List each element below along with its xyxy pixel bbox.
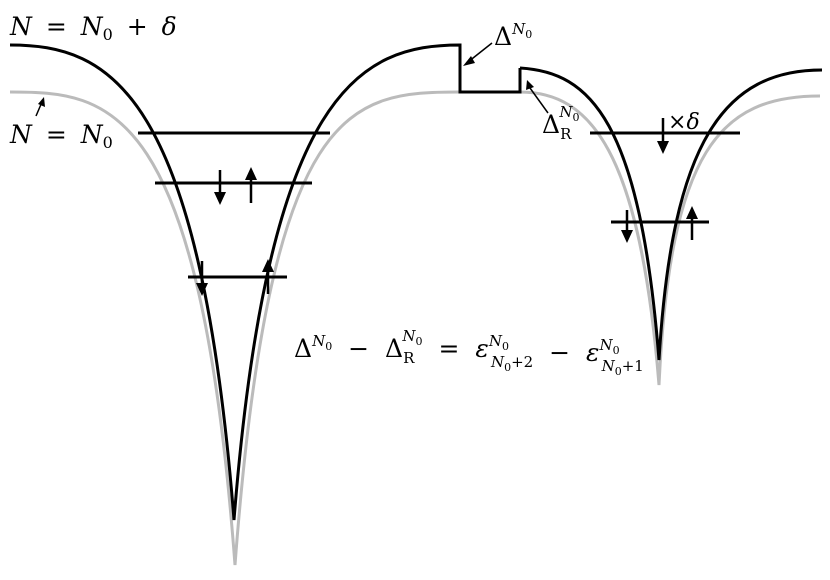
pointer-arrow-icon xyxy=(35,97,45,117)
black-potential-curve-left xyxy=(9,43,522,521)
spin-down-arrow-icon xyxy=(621,210,633,243)
pointer-arrow-icon xyxy=(463,42,493,66)
label-times-delta: ×δ xyxy=(668,110,700,135)
spin-up-arrow-icon xyxy=(245,167,257,203)
spin-down-arrow-icon xyxy=(214,170,226,205)
gray-potential-curve xyxy=(9,90,821,566)
label-n-plus-delta: N = N0 + δ xyxy=(9,12,177,46)
label-n-equals-n0: N = N0 xyxy=(9,120,113,152)
black-potential-curve-right xyxy=(519,66,823,361)
spin-up-arrow-icon xyxy=(262,259,274,294)
pointer-arrow-icon xyxy=(526,80,549,114)
spin-down-arrow-icon xyxy=(657,118,669,154)
label-delta-n0: ΔN0 xyxy=(494,20,532,51)
spin-down-arrow-icon xyxy=(196,261,208,296)
spin-up-arrow-icon xyxy=(686,206,698,240)
label-delta-r-n0: ΔRN0 xyxy=(542,103,579,143)
